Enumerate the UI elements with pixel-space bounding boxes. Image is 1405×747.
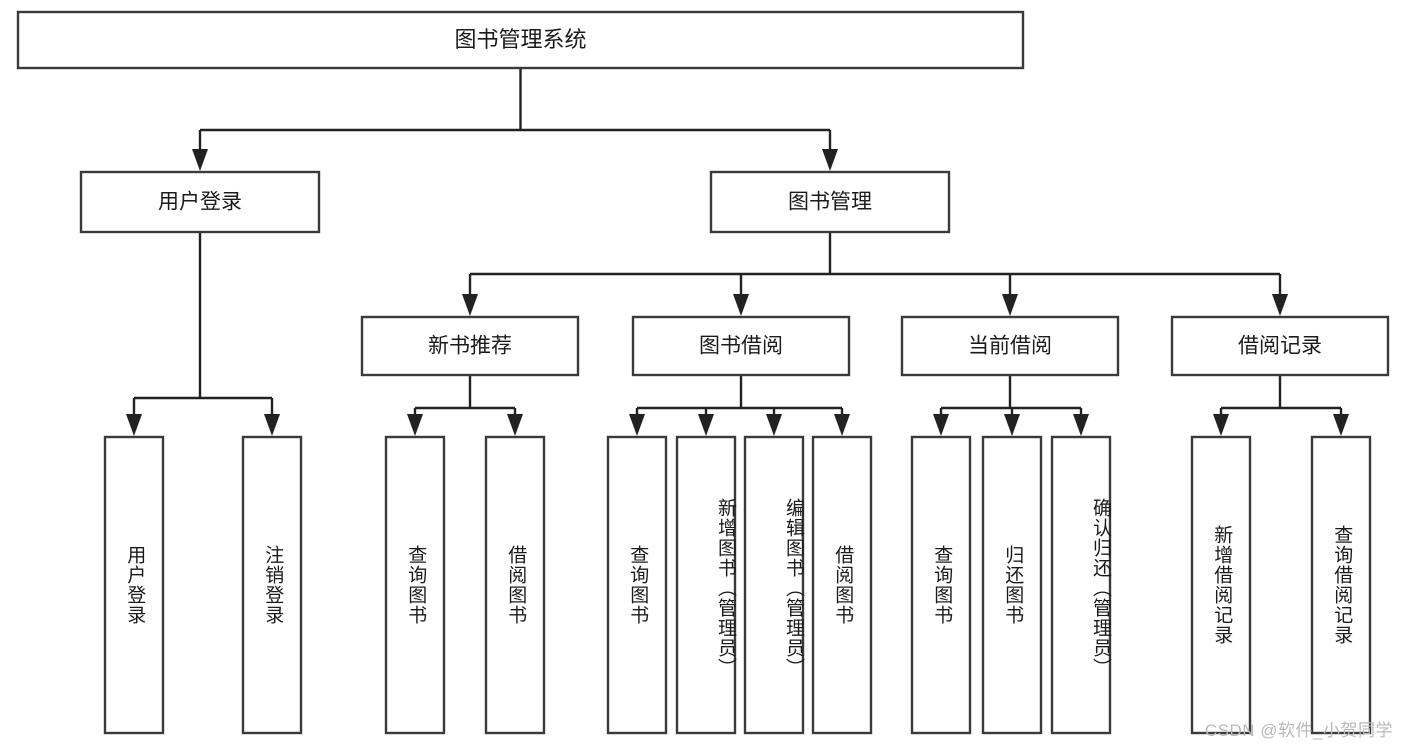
arrow-head-icon (1272, 294, 1288, 316)
node-label-root: 图书管理系统 (454, 27, 586, 52)
node-label-borrow-record: 借阅记录 (1238, 335, 1322, 358)
node-label-current-borrow: 当前借阅 (968, 335, 1052, 358)
arrow-head-icon (1213, 414, 1229, 436)
node-box-leaf-borrow-book-1[interactable] (484, 435, 546, 735)
node-box-leaf-add-record[interactable] (1190, 435, 1252, 735)
arrow-head-icon (1002, 294, 1018, 316)
node-box-new-book-rec[interactable] (360, 315, 580, 377)
arrow-head-icon (264, 414, 280, 436)
arrow-head-icon (822, 149, 838, 171)
node-box-leaf-query-book-1[interactable] (384, 435, 446, 735)
arrow-head-icon (507, 414, 523, 436)
arrow-head-icon (1004, 414, 1020, 436)
arrow-head-icon (1073, 414, 1089, 436)
arrow-head-icon (192, 149, 208, 171)
node-label-new-book-rec: 新书推荐 (428, 335, 512, 358)
arrow-head-icon (629, 414, 645, 436)
node-box-leaf-logout[interactable] (241, 435, 303, 735)
node-box-leaf-borrow-book-2[interactable] (811, 435, 873, 735)
node-box-root[interactable] (16, 10, 1025, 70)
node-box-leaf-user-login[interactable] (103, 435, 165, 735)
node-box-leaf-add-book[interactable] (675, 435, 737, 735)
node-box-book-borrow[interactable] (631, 315, 851, 377)
node-box-current-borrow[interactable] (900, 315, 1120, 377)
arrow-head-icon (834, 414, 850, 436)
node-box-leaf-query-book-3[interactable] (910, 435, 972, 735)
boxes-layer (16, 10, 1390, 735)
arrow-head-icon (126, 414, 142, 436)
arrow-head-icon (766, 414, 782, 436)
arrow-head-icon (1333, 414, 1349, 436)
node-box-leaf-query-record[interactable] (1310, 435, 1372, 735)
arrow-head-icon (698, 414, 714, 436)
arrow-head-icon (462, 294, 478, 316)
node-box-leaf-return-book[interactable] (981, 435, 1043, 735)
node-label-book-manage: 图书管理 (788, 191, 872, 214)
node-box-borrow-record[interactable] (1170, 315, 1390, 377)
node-label-user-login: 用户登录 (158, 191, 242, 214)
arrow-head-icon (407, 414, 423, 436)
node-box-leaf-query-book-2[interactable] (606, 435, 668, 735)
node-box-leaf-edit-book[interactable] (743, 435, 805, 735)
node-label-book-borrow: 图书借阅 (699, 335, 783, 358)
arrow-head-icon (933, 414, 949, 436)
connectors-layer (126, 68, 1349, 436)
node-box-user-login[interactable] (79, 170, 321, 234)
node-box-book-manage[interactable] (709, 170, 951, 234)
node-box-leaf-confirm-return[interactable] (1050, 435, 1112, 735)
watermark: CSDN @软件_小贺同学 (1204, 721, 1393, 740)
arrow-head-icon (733, 294, 749, 316)
